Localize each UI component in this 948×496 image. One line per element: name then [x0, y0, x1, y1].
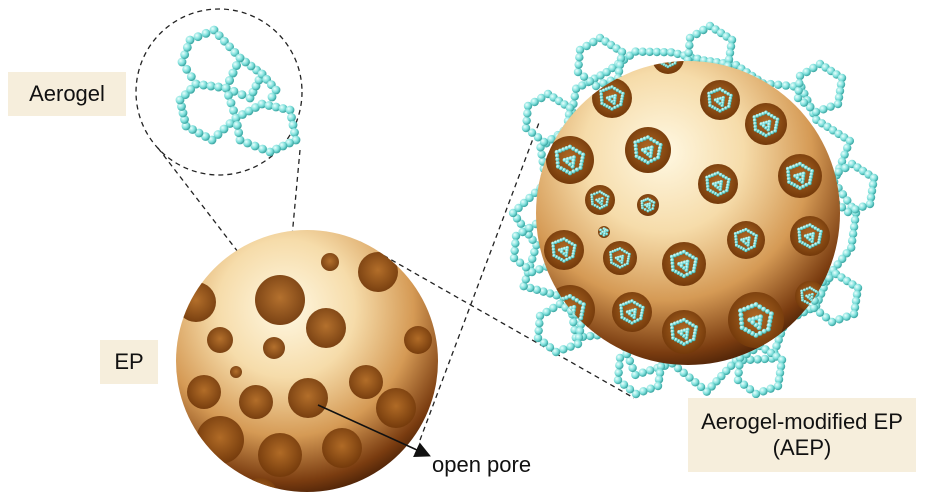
aerogel-modified-sphere-icon — [509, 22, 878, 398]
open-pore-label: open pore — [432, 452, 531, 478]
aep-label-line2: (AEP) — [773, 435, 832, 461]
expanded-perlite-sphere-icon — [176, 230, 438, 496]
aep-label-line1: Aerogel-modified EP — [701, 409, 903, 435]
aerogel-cluster-icon — [176, 26, 301, 157]
aep-label: Aerogel-modified EP (AEP) — [688, 398, 916, 472]
ep-label: EP — [100, 340, 158, 384]
aerogel-label: Aerogel — [8, 72, 126, 116]
